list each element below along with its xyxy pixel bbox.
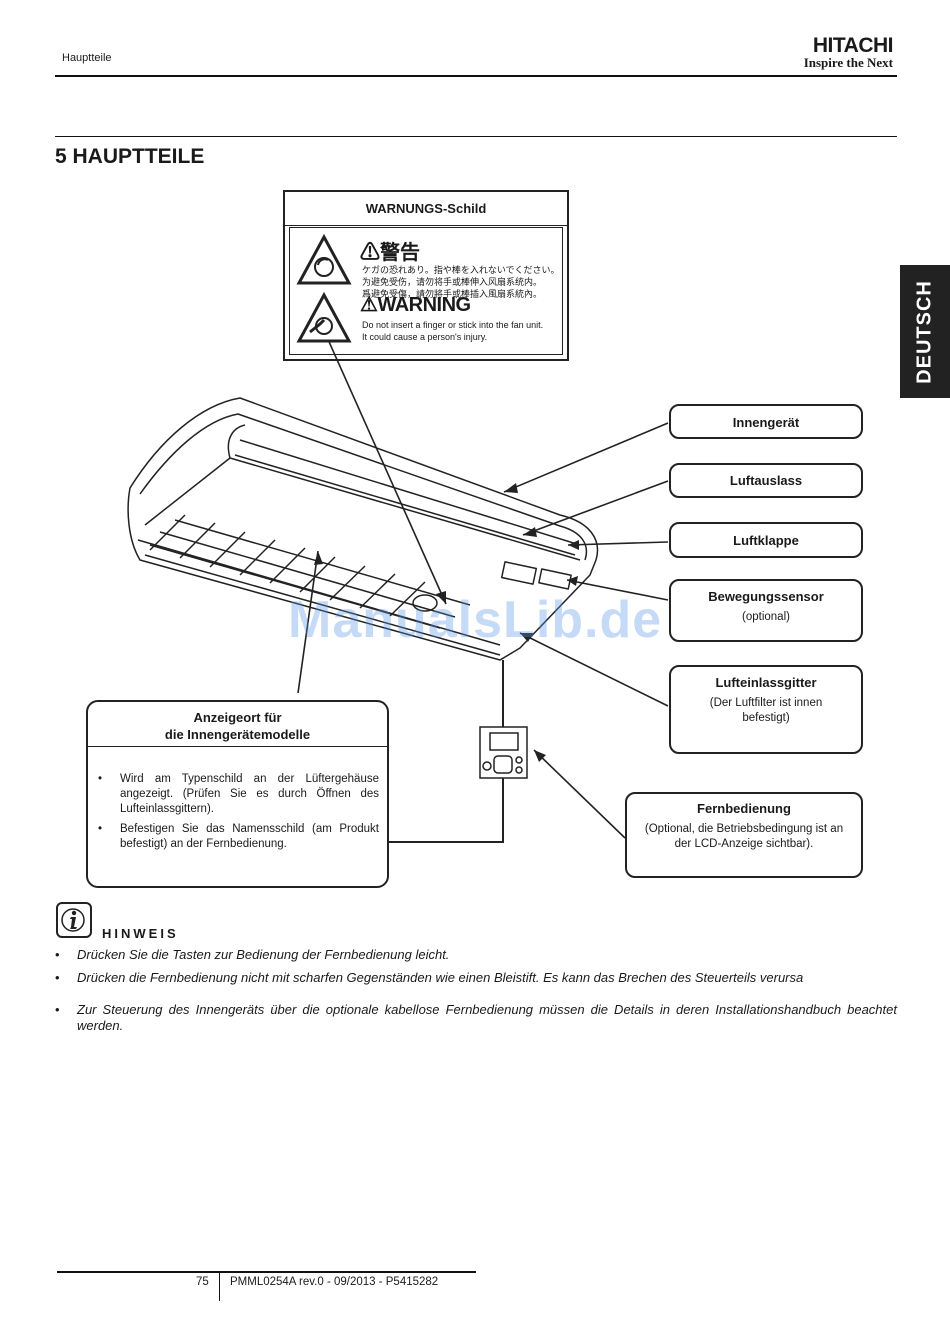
note-list: Drücken Sie die Tasten zur Bedienung der… xyxy=(55,947,897,1034)
header-section-label: Hauptteile xyxy=(62,52,112,64)
callout-remote: Fernbedienung (Optional, die Betriebsbed… xyxy=(625,792,863,878)
warning-label-box: WARNUNGS-Schild ⚠警告 ケガの恐れあり。指や棒を入れないでくださ… xyxy=(283,190,569,361)
title-rule xyxy=(55,136,897,137)
list-item: Befestigen Sie das Namensschild (am Prod… xyxy=(96,822,379,852)
callout-motion-sensor: Bewegungssensor (optional) xyxy=(669,579,863,642)
document-reference: PMML0254A rev.0 - 09/2013 - P5415282 xyxy=(230,1276,439,1288)
callout-indoor-unit: Innengerät xyxy=(669,404,863,439)
warning-jp-text: ケガの恐れあり。指や棒を入れないでください。 为避免受伤，请勿将手或棒伸入风扇系… xyxy=(362,265,560,299)
watermark: ManualsLib.de xyxy=(288,591,663,649)
brand-tagline: Inspire the Next xyxy=(803,55,893,70)
page-number: 75 xyxy=(196,1276,209,1288)
warning-en-title: ⚠WARNING xyxy=(360,294,471,316)
callout-louver: Luftklappe xyxy=(669,522,863,558)
page-title: 5 HAUPTTEILE xyxy=(55,145,205,168)
footer-rule xyxy=(57,1271,476,1273)
info-icon xyxy=(56,902,92,938)
footer-divider xyxy=(219,1273,220,1301)
display-location-heading: Anzeigeort für die Innengerätemodelle xyxy=(88,702,387,747)
callout-air-outlet: Luftauslass xyxy=(669,463,863,498)
warning-jp-title: ⚠警告 xyxy=(360,242,420,264)
remote-control-drawing xyxy=(479,726,528,779)
warning-label-content: ⚠警告 ケガの恐れあり。指や棒を入れないでください。 为避免受伤，请勿将手或棒伸… xyxy=(289,227,563,355)
callout-inlet-grille: Lufteinlassgitter (Der Luftfilter ist in… xyxy=(669,665,863,754)
finger-hazard-icon xyxy=(296,292,352,343)
list-item: Wird am Typenschild an der Lüftergehäuse… xyxy=(96,772,379,817)
note-label: HINWEIS xyxy=(102,926,179,941)
warning-label-heading: WARNUNGS-Schild xyxy=(285,192,567,226)
display-location-list: Wird am Typenschild an der Lüftergehäuse… xyxy=(96,772,379,857)
list-item: Drücken die Fernbedienung nicht mit scha… xyxy=(55,970,897,986)
warning-en-text: Do not insert a finger or stick into the… xyxy=(362,320,544,342)
header-rule xyxy=(55,75,897,77)
brand-logo: HITACHI Inspire the Next xyxy=(803,34,894,70)
fan-hazard-icon xyxy=(296,234,352,285)
list-item: Zur Steuerung des Innengeräts über die o… xyxy=(55,1002,897,1034)
indoor-unit-outline xyxy=(127,397,599,661)
brand-name: HITACHI xyxy=(812,34,894,57)
display-location-box: Anzeigeort für die Innengerätemodelle Wi… xyxy=(86,700,389,888)
list-item: Drücken Sie die Tasten zur Bedienung der… xyxy=(55,947,897,963)
language-tab: DEUTSCH xyxy=(900,265,950,398)
